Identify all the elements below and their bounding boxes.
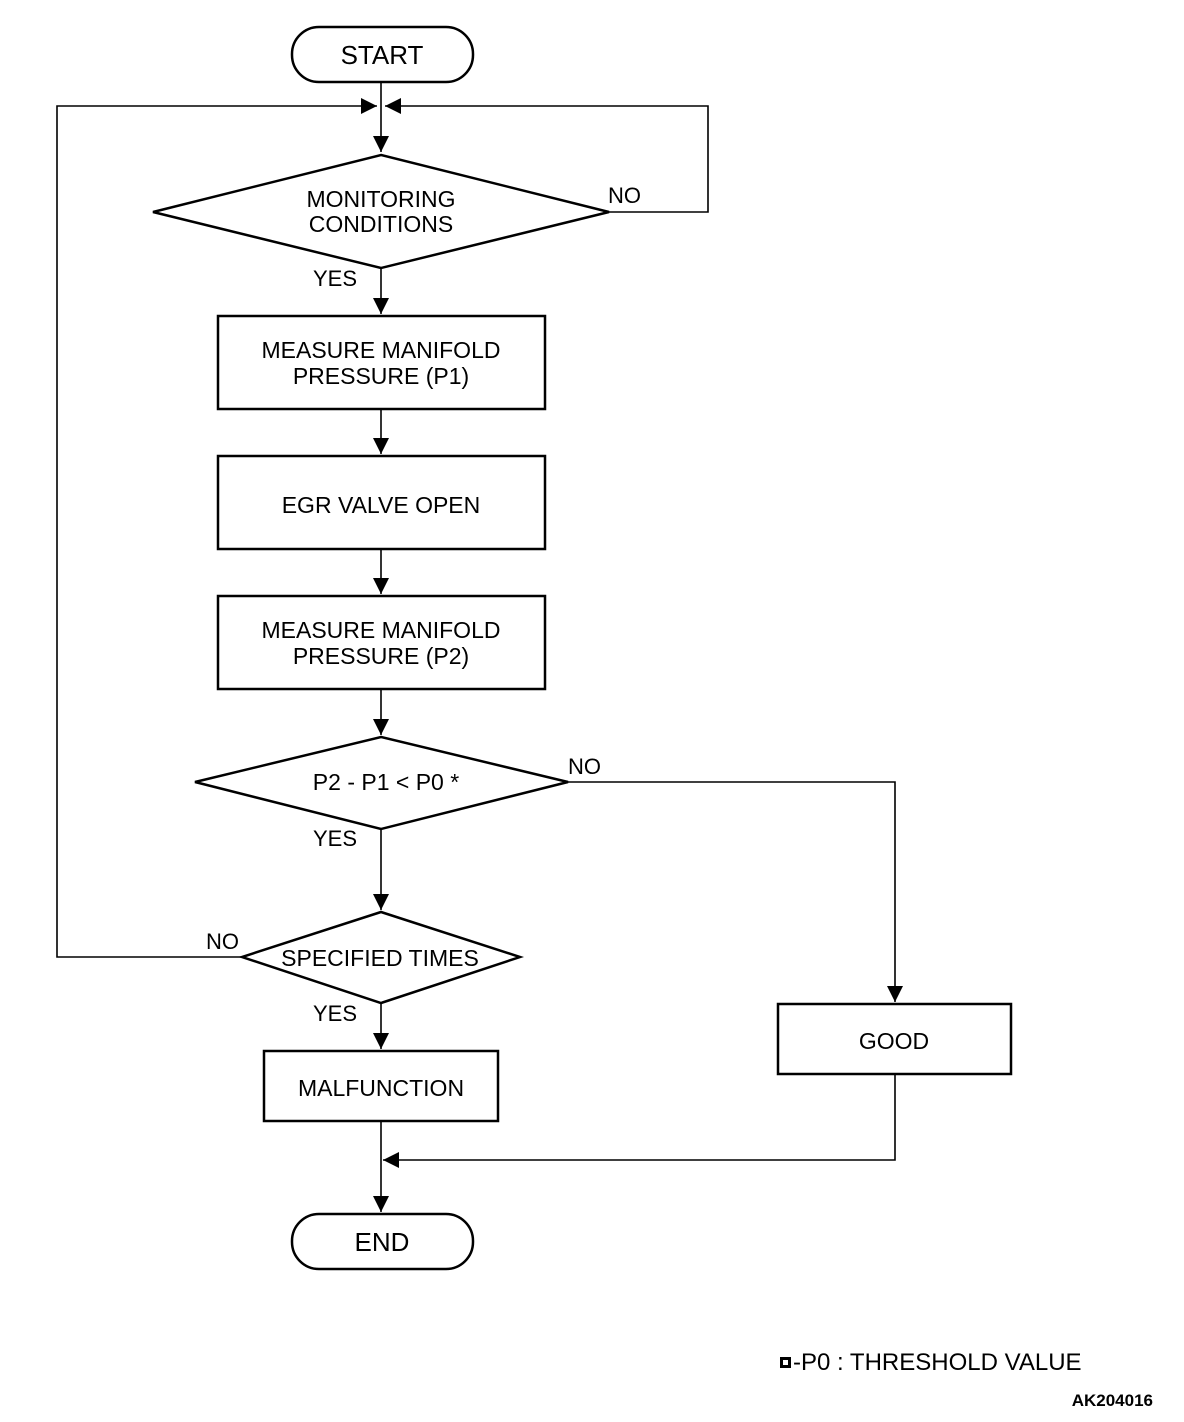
measure-p2-process: MEASURE MANIFOLD PRESSURE (P2) [216, 594, 547, 691]
figure-code: AK204016 [1072, 1391, 1153, 1410]
compare-no-label: NO [568, 754, 601, 779]
good-process: GOOD [776, 1002, 1013, 1076]
end-label: END [355, 1227, 410, 1257]
monitoring-yes-label: YES [313, 266, 357, 291]
threshold-note: -P0 : THRESHOLD VALUE [793, 1349, 1082, 1376]
asterisk-box-icon [780, 1357, 791, 1368]
good-label: GOOD [859, 1028, 929, 1054]
compare-yes-label: YES [313, 826, 357, 851]
measure-p1-label-line1: MEASURE MANIFOLD [262, 337, 501, 363]
egr-valve-open-label: EGR VALVE OPEN [282, 492, 481, 518]
monitoring-label-line2: CONDITIONS [309, 211, 453, 237]
measure-p1-label-line2: PRESSURE (P1) [293, 363, 469, 389]
malfunction-label: MALFUNCTION [298, 1075, 464, 1101]
specified-times-label: SPECIFIED TIMES [281, 945, 479, 971]
specified-yes-label: YES [313, 1001, 357, 1026]
measure-p2-label-line1: MEASURE MANIFOLD [262, 617, 501, 643]
measure-p2-label-line2: PRESSURE (P2) [293, 643, 469, 669]
pressure-compare-decision: P2 - P1 < P0 * [194, 735, 569, 831]
specified-times-decision: SPECIFIED TIMES [237, 910, 525, 1005]
monitoring-conditions-decision: MONITORING CONDITIONS [152, 153, 610, 270]
connector-monitoring-no-loop [385, 98, 709, 213]
egr-valve-open-process: EGR VALVE OPEN [216, 454, 547, 551]
measure-p1-process: MEASURE MANIFOLD PRESSURE (P1) [216, 314, 547, 411]
connector-compare-no-to-good [568, 781, 903, 1002]
connector-specified-no-loop [56, 98, 377, 958]
start-node: START [290, 25, 475, 84]
footnote: -P0 : THRESHOLD VALUE AK204016 [780, 1349, 1153, 1410]
specified-no-label: NO [206, 929, 239, 954]
malfunction-process: MALFUNCTION [262, 1049, 500, 1123]
edge-labels: NO YES NO YES NO YES [206, 183, 641, 1026]
connectors [56, 82, 903, 1212]
connector-good-to-end [383, 1074, 896, 1168]
monitoring-label-line1: MONITORING [306, 186, 455, 212]
compare-label: P2 - P1 < P0 * [313, 769, 459, 795]
monitoring-no-label: NO [608, 183, 641, 208]
end-node: END [290, 1212, 475, 1271]
start-label: START [341, 40, 424, 70]
